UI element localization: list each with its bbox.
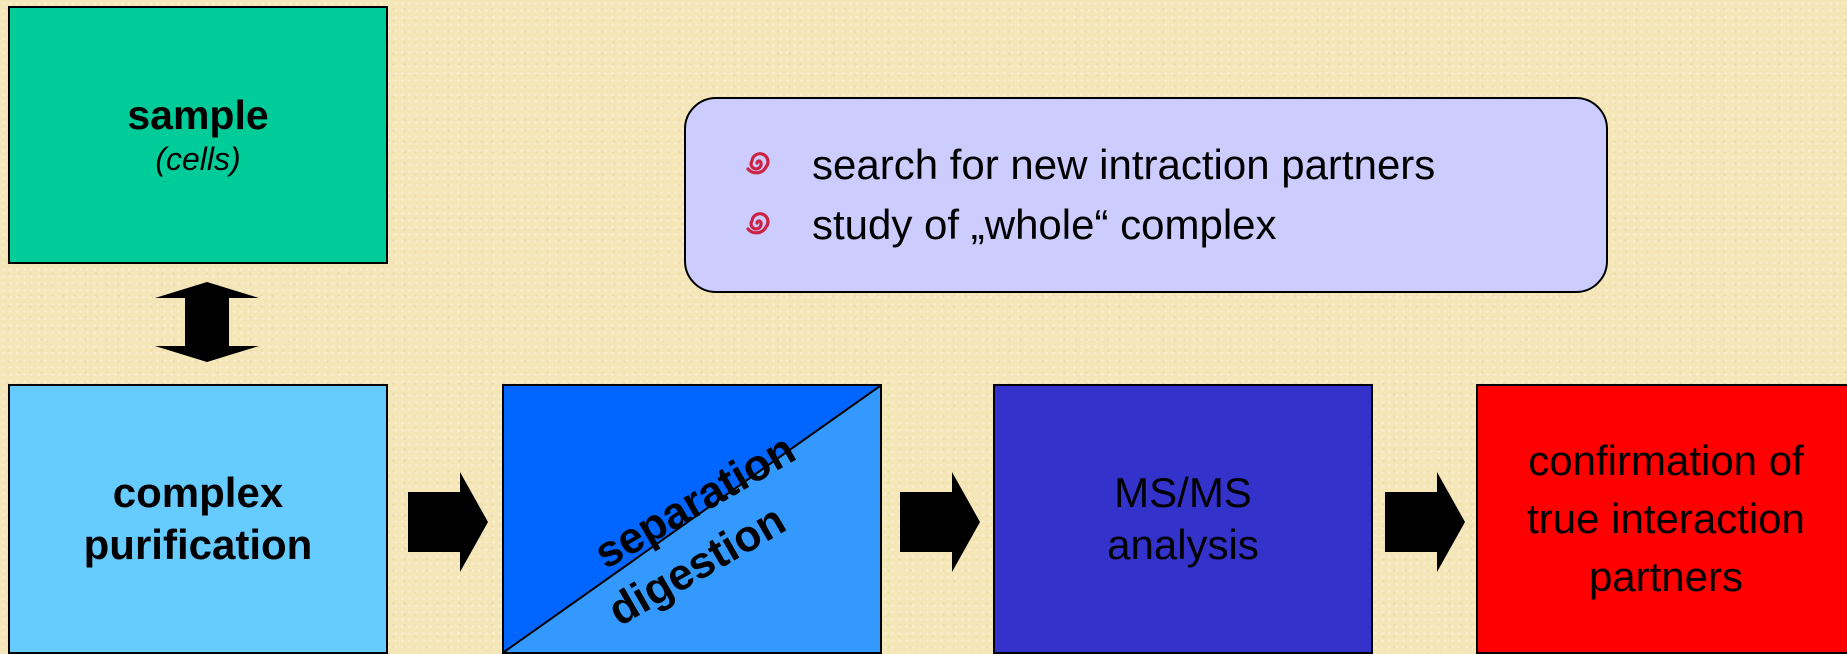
swirl-bullet-icon — [744, 208, 780, 243]
right-arrow-icon — [1385, 472, 1465, 572]
callout-item-text: search for new intraction partners — [812, 141, 1436, 188]
callout-item: search for new intraction partners — [744, 141, 1435, 189]
msms-line1: MS/MS — [1114, 469, 1252, 516]
right-arrow-icon — [408, 472, 488, 572]
confirmation-line2: true interaction — [1527, 495, 1805, 542]
separation-digestion-box: separation digestion — [502, 384, 882, 654]
confirmation-box: confirmation of true interaction partner… — [1476, 384, 1847, 654]
split-diagonal: separation digestion — [504, 386, 880, 652]
purification-line1: complex — [112, 469, 284, 516]
double-arrow-icon — [155, 282, 259, 362]
msms-line2: analysis — [1107, 521, 1259, 568]
swirl-bullet-icon — [744, 148, 780, 183]
sample-title: sample — [127, 92, 269, 138]
sample-subtitle: (cells) — [155, 141, 241, 177]
confirmation-line3: partners — [1588, 553, 1744, 600]
callout-box: search for new intraction partners study… — [684, 97, 1608, 293]
right-arrow-icon — [900, 472, 980, 572]
confirmation-line1: confirmation of — [1528, 437, 1804, 484]
msms-analysis-box: MS/MS analysis — [993, 384, 1373, 654]
purification-line2: purification — [83, 521, 313, 568]
sample-box: sample (cells) — [8, 6, 388, 264]
callout-item-text: study of „whole“ complex — [812, 201, 1277, 248]
complex-purification-box: complex purification — [8, 384, 388, 654]
callout-item: study of „whole“ complex — [744, 201, 1277, 249]
